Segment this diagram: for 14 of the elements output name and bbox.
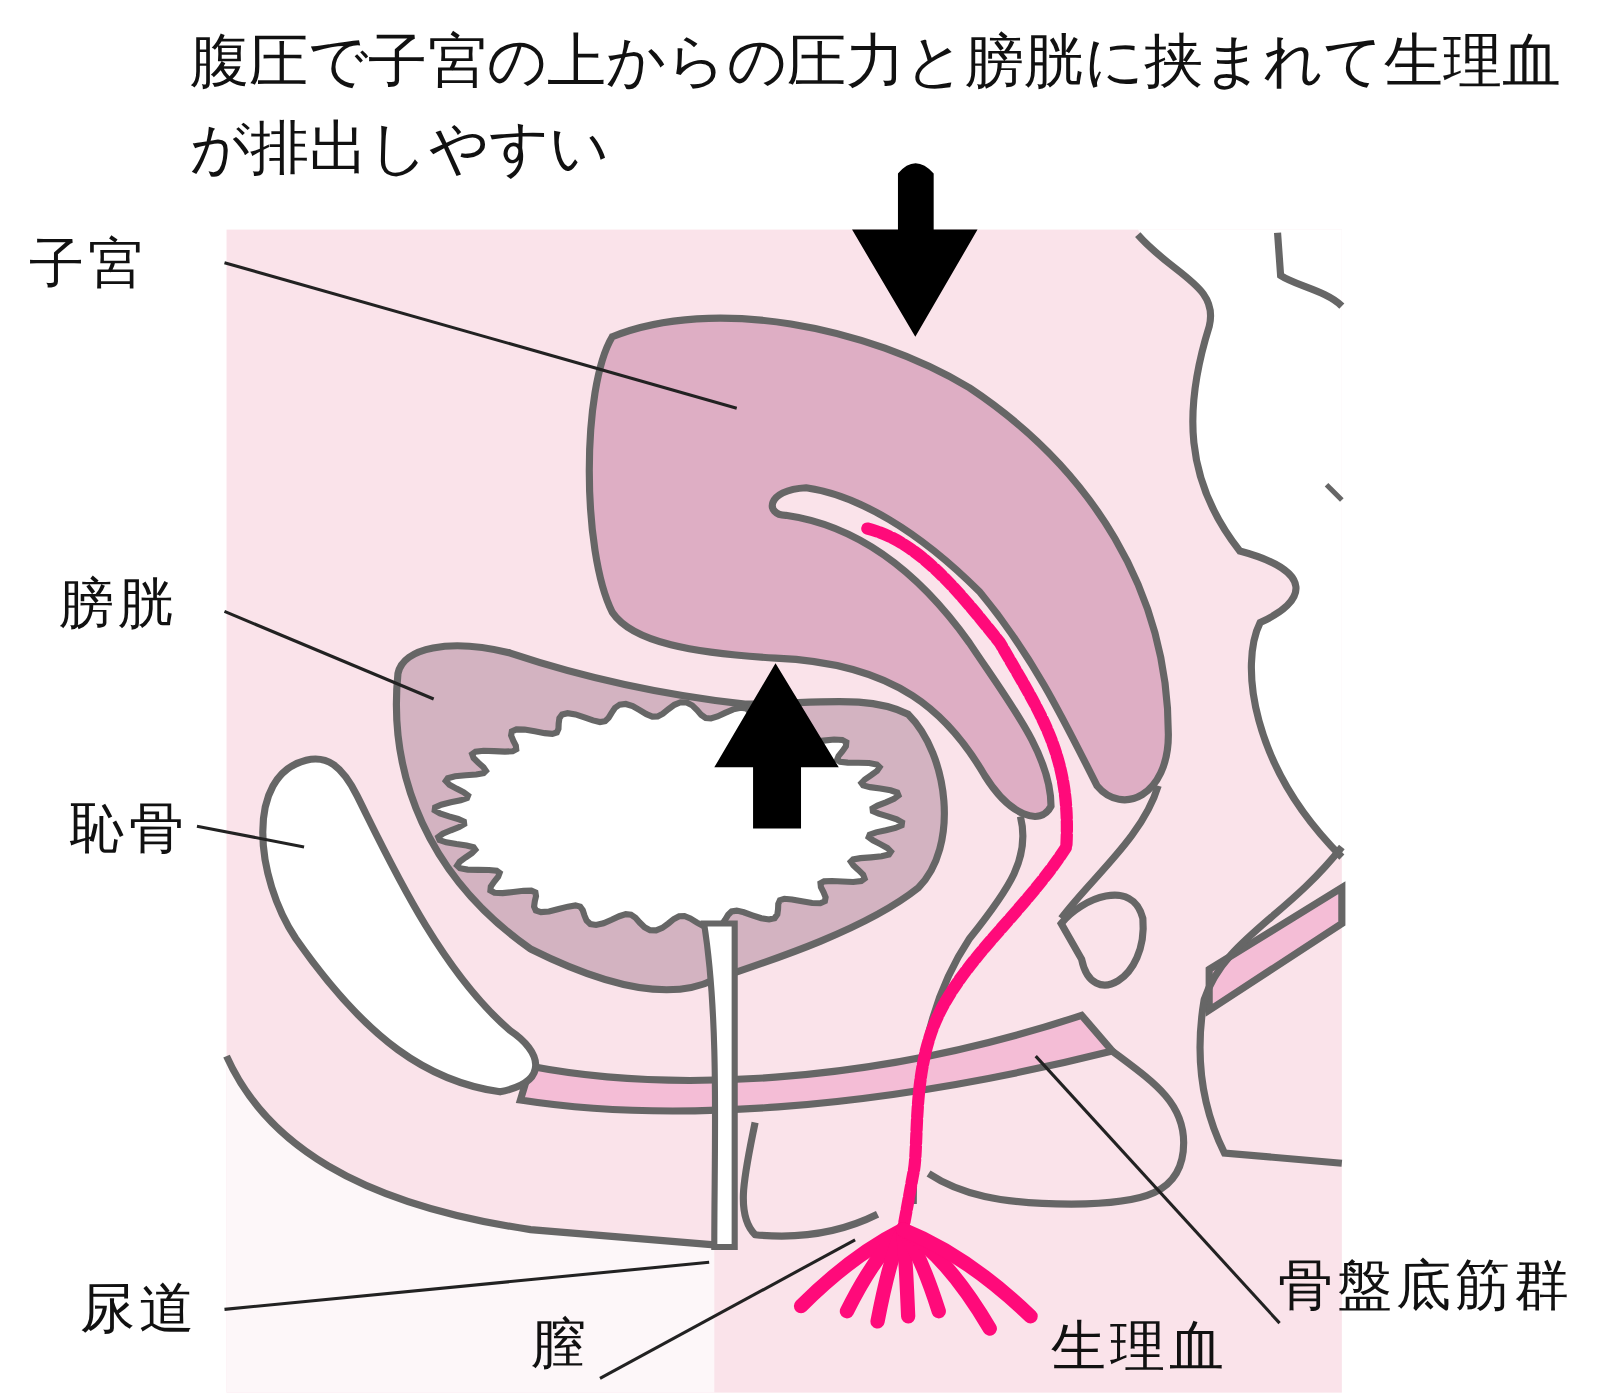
title: 腹圧で子宮の上からの圧力と膀胱に挟まれて生理血が排出しやすい — [189, 24, 1563, 185]
leader-line — [224, 261, 738, 410]
leader-line — [1034, 1055, 1281, 1325]
part-label: 子宮 — [28, 230, 227, 298]
leader-line — [196, 824, 305, 849]
part-label: 骨盤底筋群 — [1277, 1253, 1596, 1386]
leader-line — [599, 1238, 856, 1380]
part-label: 膀胱 — [59, 571, 227, 639]
part-label: 膣 — [530, 1311, 603, 1393]
leader-line — [224, 1260, 710, 1311]
part-label: 恥骨 — [69, 795, 199, 864]
blood-label: 生理血 — [1051, 1314, 1229, 1380]
part-label: 尿道 — [79, 1275, 227, 1343]
leader-line — [223, 609, 435, 701]
